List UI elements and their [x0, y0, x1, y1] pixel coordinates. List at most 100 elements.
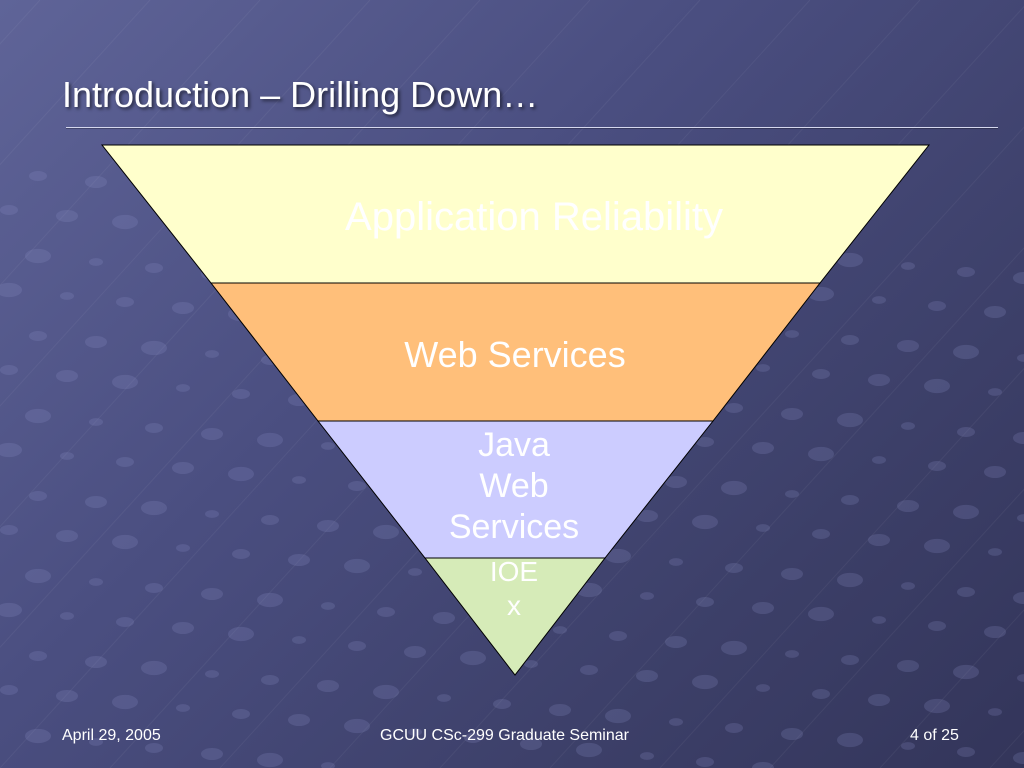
background-dot	[373, 684, 399, 700]
background-dot	[953, 504, 979, 520]
background-dot	[924, 378, 950, 394]
background-dot	[292, 636, 306, 644]
background-dot	[669, 718, 683, 726]
background-dot	[112, 534, 138, 550]
background-dot	[901, 582, 915, 590]
background-dot	[377, 607, 395, 617]
layer-label-line: Services	[448, 507, 580, 546]
background-dot	[721, 480, 747, 496]
layer-label-application-reliability: Application Reliability	[345, 195, 723, 239]
background-dot	[201, 427, 223, 441]
background-dot	[872, 616, 886, 624]
background-dot	[56, 529, 78, 543]
background-dot	[89, 258, 103, 266]
background-dot	[373, 524, 399, 540]
background-dot	[1013, 591, 1024, 605]
background-dot	[812, 529, 830, 539]
background-dot	[145, 263, 163, 273]
background-dot	[957, 747, 975, 757]
background-dot	[872, 456, 886, 464]
background-dot	[1013, 431, 1024, 445]
background-dot	[56, 689, 78, 703]
background-dot	[205, 670, 219, 678]
background-dot	[112, 694, 138, 710]
background-dot	[868, 533, 890, 547]
background-dot	[868, 373, 890, 387]
footer-page-number: 4 of 25	[910, 727, 959, 744]
background-dot	[0, 602, 22, 618]
background-dot	[25, 248, 51, 264]
background-dot	[928, 621, 946, 631]
background-dot	[292, 476, 306, 484]
background-dot	[1017, 674, 1024, 682]
background-dot	[752, 601, 774, 615]
background-dot	[605, 708, 631, 724]
background-dot	[116, 457, 134, 467]
slide-title: Introduction – Drilling Down…	[62, 74, 539, 115]
background-dot	[460, 650, 486, 666]
background-dot	[636, 509, 658, 523]
background-dot	[60, 292, 74, 300]
background-dot	[288, 553, 310, 567]
background-dot	[897, 339, 919, 353]
background-dot	[25, 568, 51, 584]
background-dot	[988, 548, 1002, 556]
background-dot	[261, 675, 279, 685]
background-dot	[317, 519, 339, 533]
title-divider	[66, 127, 998, 128]
background-dot	[141, 500, 167, 516]
background-dot	[1017, 354, 1024, 362]
background-dot	[957, 267, 975, 277]
background-dot	[928, 301, 946, 311]
background-dot	[696, 597, 714, 607]
layer-label-web-services: Web Services	[404, 334, 626, 375]
layer-label-java-web-services: Java Web Services	[414, 425, 614, 547]
background-dot	[928, 461, 946, 471]
background-dot	[752, 761, 774, 768]
background-dot	[953, 664, 979, 680]
background-dot	[841, 335, 859, 345]
footer-seminar-title: GCUU CSc-299 Graduate Seminar	[380, 727, 629, 744]
background-dot	[112, 374, 138, 390]
background-dot	[837, 412, 863, 428]
background-dot	[756, 364, 770, 372]
background-dot	[172, 621, 194, 635]
background-dot	[1013, 751, 1024, 765]
background-dot	[837, 252, 863, 268]
background-dot	[665, 635, 687, 649]
background-dot	[116, 617, 134, 627]
background-dot	[56, 209, 78, 223]
background-dot	[924, 698, 950, 714]
background-dot	[576, 742, 602, 758]
background-dot	[0, 442, 22, 458]
background-dot	[176, 544, 190, 552]
background-dot	[785, 650, 799, 658]
background-dot	[321, 602, 335, 610]
background-dot	[812, 369, 830, 379]
background-dot	[344, 718, 370, 734]
background-dot	[0, 282, 22, 298]
background-dot	[984, 305, 1006, 319]
layer-label-line: x	[507, 589, 521, 621]
background-dot	[85, 175, 107, 189]
background-dot	[692, 514, 718, 530]
background-dot	[1013, 271, 1024, 285]
background-dot	[984, 625, 1006, 639]
background-dot	[841, 655, 859, 665]
background-line	[549, 247, 1024, 768]
background-dot	[781, 727, 803, 741]
background-dot	[696, 437, 714, 447]
background-line	[0, 0, 261, 286]
background-dot	[317, 679, 339, 693]
background-dot	[1017, 514, 1024, 522]
background-dot	[464, 733, 482, 743]
background-dot	[808, 446, 834, 462]
background-dot	[29, 651, 47, 661]
background-dot	[837, 572, 863, 588]
background-dot	[785, 490, 799, 498]
background-dot	[141, 660, 167, 676]
background-dot	[261, 515, 279, 525]
background-dot	[901, 422, 915, 430]
background-dot	[988, 388, 1002, 396]
